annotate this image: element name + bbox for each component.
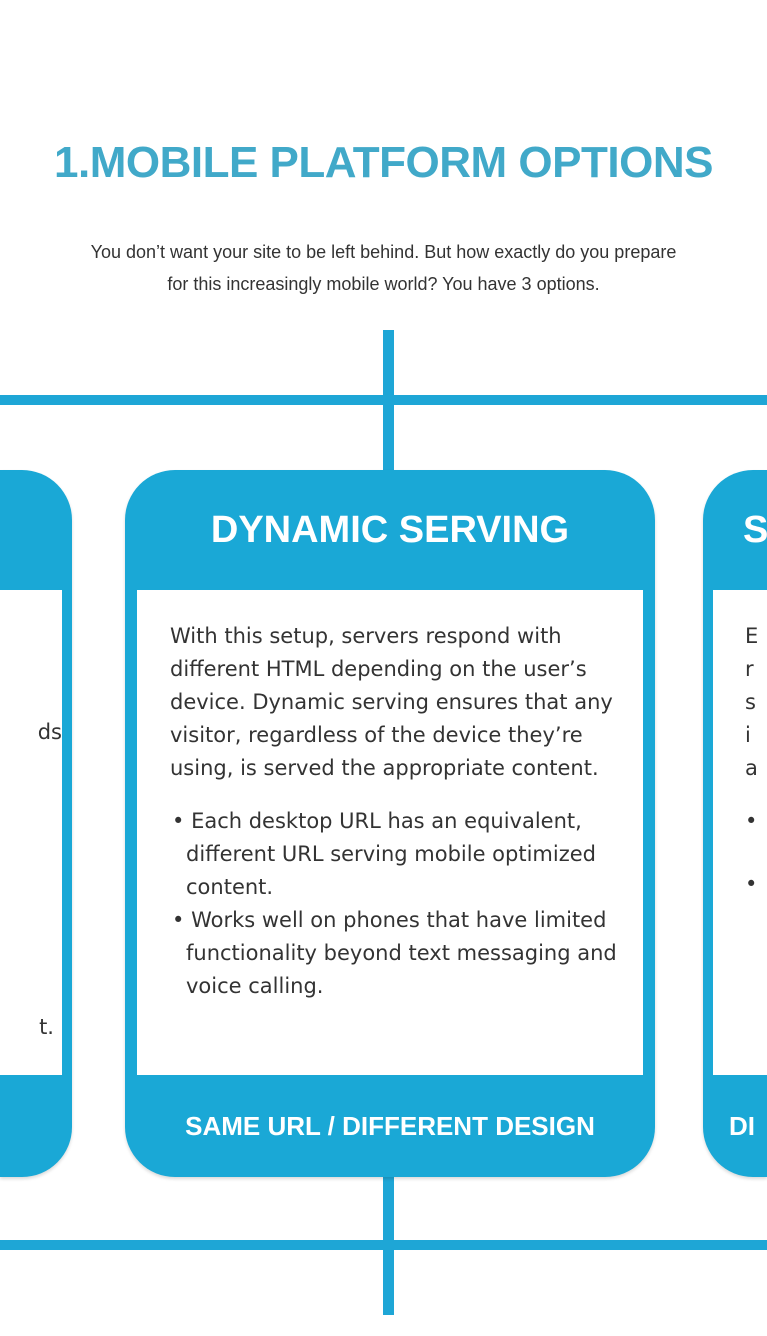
card-right-footer-label: DI	[729, 1110, 755, 1141]
card-left-header	[0, 470, 72, 590]
bullet-item: Works well on phones that have limited f…	[170, 904, 621, 1003]
card-footer-label: SAME URL / DIFFERENT DESIGN	[185, 1110, 595, 1141]
card-right-footer: DI	[703, 1075, 767, 1177]
card-left: ds t.	[0, 470, 72, 1177]
card-right-heading: S	[743, 508, 767, 551]
connector-bottom-vertical	[383, 1175, 394, 1315]
card-right-bullet: •	[745, 872, 758, 896]
intro-line-2: for this increasingly mobile world? You …	[167, 274, 600, 294]
card-heading: DYNAMIC SERVING	[210, 508, 570, 551]
card-right-fragment: s	[745, 690, 756, 714]
card-right-bullet: •	[745, 809, 758, 833]
title-text: 1.MOBILE PLATFORM OPTIONS	[54, 138, 713, 187]
card-right-fragment: a	[745, 756, 758, 780]
card-left-fragment: ds	[37, 720, 62, 744]
card-left-body: ds t.	[0, 590, 62, 1075]
bullet-item: Each desktop URL has an equivalent, diff…	[170, 805, 621, 904]
card-right: S E r s i a • • DI	[703, 470, 767, 1177]
card-right-header: S	[703, 470, 767, 590]
card-right-fragment: i	[745, 723, 751, 747]
intro-text: You don’t want your site to be left behi…	[0, 236, 767, 300]
card-left-fragment: t.	[39, 1015, 54, 1039]
card-header: DYNAMIC SERVING	[125, 470, 655, 590]
card-bullets: Each desktop URL has an equivalent, diff…	[170, 805, 621, 1003]
card-body: With this setup, servers respond with di…	[137, 590, 643, 1075]
card-description: With this setup, servers respond with di…	[170, 624, 613, 780]
intro-line-1: You don’t want your site to be left behi…	[90, 242, 677, 262]
card-right-body: E r s i a • •	[713, 590, 767, 1075]
card-footer: SAME URL / DIFFERENT DESIGN	[125, 1075, 655, 1177]
card-right-fragments: E r s i a • •	[745, 620, 758, 901]
card-left-footer	[0, 1075, 72, 1177]
page-title: 1.MOBILE PLATFORM OPTIONS	[0, 128, 767, 198]
card-dynamic-serving: DYNAMIC SERVING With this setup, servers…	[125, 470, 655, 1177]
card-right-fragment: r	[745, 657, 754, 681]
connector-top-horizontal	[0, 395, 767, 405]
card-right-fragment: E	[745, 624, 759, 648]
